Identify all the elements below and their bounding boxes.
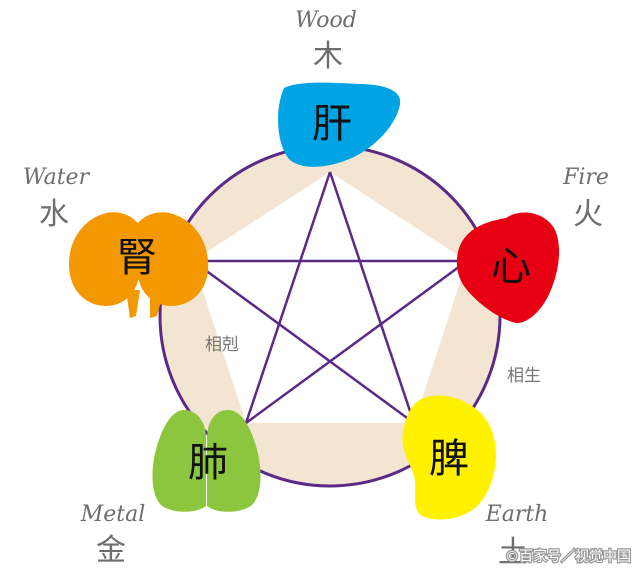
earth-node: 脾 Earth 土 [402, 395, 549, 570]
star-line-metal-wood [244, 171, 332, 424]
earth-organ-label: 脾 [429, 436, 469, 482]
water-chinese-label: 水 [39, 197, 69, 232]
star-line-fire-metal [245, 259, 468, 425]
control-relation-label: 相剋 [205, 335, 239, 355]
fire-node: Fire 火 心 [456, 165, 609, 324]
lungs-icon [152, 410, 261, 512]
control-star [192, 171, 468, 425]
water-node: Water 水 腎 [23, 165, 209, 318]
spleen-icon [402, 395, 496, 520]
inner-pentagon [193, 172, 467, 423]
wood-english-label: Wood [295, 8, 357, 33]
generate-relation-label: 相生 [507, 366, 541, 386]
kidneys-icon [68, 212, 209, 318]
metal-node: 肺 Metal 金 [80, 410, 261, 568]
fire-organ-label: 心 [491, 244, 531, 290]
water-organ-label: 腎 [117, 235, 157, 281]
wood-chinese-label: 木 [313, 39, 343, 74]
heart-icon [456, 212, 560, 324]
watermark-text: ©百家号／视觉中国 [505, 548, 631, 565]
earth-english-label: Earth [485, 502, 549, 527]
metal-chinese-label: 金 [96, 533, 126, 568]
metal-english-label: Metal [80, 502, 146, 527]
earth-chinese-label: 土 [498, 535, 528, 570]
liver-icon [278, 82, 401, 167]
fire-english-label: Fire [562, 165, 609, 190]
wood-node: Wood 木 肝 [278, 8, 401, 167]
metal-organ-label: 肺 [188, 440, 228, 486]
water-english-label: Water [23, 165, 91, 190]
star-line-wood-earth [328, 171, 416, 424]
star-line-earth-water [192, 259, 415, 425]
fire-chinese-label: 火 [573, 197, 603, 232]
wood-organ-label: 肝 [312, 101, 352, 147]
